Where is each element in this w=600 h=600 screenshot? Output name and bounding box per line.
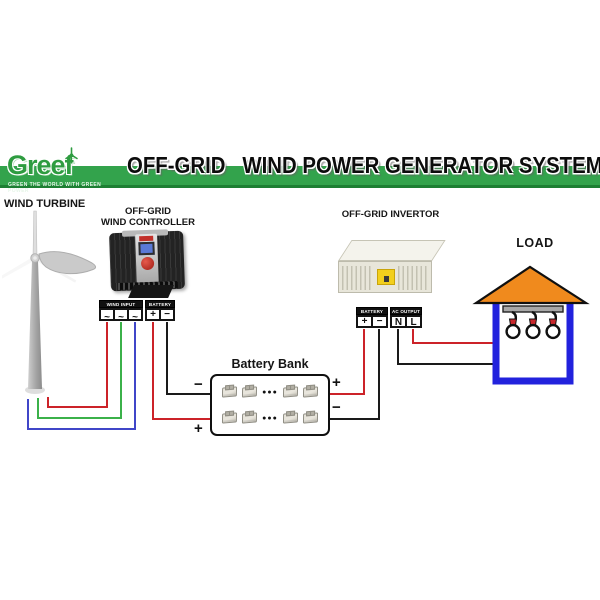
terminal-invertor-battery-negative: − bbox=[371, 315, 388, 328]
invertor-nameplate bbox=[377, 269, 395, 285]
terminal-controller-battery-negative: − bbox=[159, 308, 175, 321]
controller-label-line2: WIND CONTROLLER bbox=[101, 217, 195, 229]
wire-controller-battery-negative-horizontal bbox=[166, 393, 212, 395]
controller-lcd-screen bbox=[138, 241, 155, 256]
invertor-top-face bbox=[338, 240, 446, 261]
battery-icon bbox=[302, 412, 318, 424]
wind-turbine-label: WIND TURBINE bbox=[4, 198, 86, 210]
light-bulb bbox=[525, 310, 541, 340]
light-bulb bbox=[545, 310, 561, 340]
light-fixture-bar bbox=[502, 305, 564, 313]
bank-left-positive-label: + bbox=[194, 420, 203, 437]
controller-front-panel bbox=[135, 233, 159, 284]
light-bulb bbox=[505, 310, 521, 340]
battery-row-bottom: ●●● bbox=[212, 405, 328, 431]
wire-turbine-phase2-green-horizontal bbox=[37, 417, 122, 419]
wire-invertor-battery-negative-horizontal bbox=[329, 418, 380, 420]
controller-brand-sticker bbox=[139, 235, 154, 242]
controller-battery-header: BATTERY bbox=[145, 300, 175, 308]
wind-turbine-icon bbox=[2, 210, 96, 394]
battery-icon bbox=[282, 386, 298, 398]
turbine-tail-fin bbox=[38, 251, 96, 275]
wire-turbine-phase3-blue-vertical bbox=[134, 322, 136, 430]
logo-wind-turbine-icon bbox=[65, 147, 78, 164]
wire-controller-battery-positive-horizontal bbox=[152, 418, 212, 420]
bank-left-negative-label: − bbox=[194, 376, 203, 393]
banner-band bbox=[0, 166, 600, 188]
bank-right-positive-label: + bbox=[332, 374, 341, 391]
wire-invertor-battery-positive-horizontal bbox=[329, 393, 365, 395]
controller-wiring-duct bbox=[128, 285, 174, 298]
wire-turbine-phase3-blue-stub bbox=[27, 399, 29, 430]
wind-input-header: WIND INPUT bbox=[99, 300, 143, 308]
wire-invertor-battery-positive-vertical bbox=[363, 329, 365, 395]
turbine-mast bbox=[28, 260, 42, 389]
bank-right-negative-label: − bbox=[332, 399, 341, 416]
controller-round-button bbox=[140, 256, 154, 271]
wire-turbine-phase1-red-stub bbox=[47, 397, 49, 408]
wire-ac-neutral-horizontal bbox=[397, 363, 494, 365]
wire-turbine-phase1-red-horizontal bbox=[47, 406, 108, 408]
wire-ac-live-horizontal bbox=[412, 342, 494, 344]
page-title: OFF-GRID WIND POWER GENERATOR SYSTEM bbox=[127, 153, 600, 179]
wire-controller-battery-negative-vertical bbox=[166, 322, 168, 395]
battery-icon bbox=[282, 412, 298, 424]
terminal-wind-phase3: ~ bbox=[127, 308, 143, 323]
wire-turbine-phase3-blue-horizontal bbox=[27, 428, 136, 430]
house-walls bbox=[492, 303, 574, 385]
controller-label: OFF-GRID WIND CONTROLLER bbox=[98, 206, 198, 229]
ac-output-terminal-group: AC OUTPUT N L bbox=[390, 307, 422, 328]
wire-turbine-phase1-red-vertical bbox=[106, 322, 108, 408]
wire-ac-live-vertical bbox=[412, 329, 414, 344]
invertor-terminal-strip: BATTERY + − AC OUTPUT N L bbox=[356, 307, 422, 328]
wire-controller-battery-positive-vertical bbox=[152, 322, 154, 420]
battery-icon bbox=[242, 412, 258, 424]
battery-icon bbox=[222, 412, 238, 424]
wire-ac-neutral-vertical bbox=[397, 329, 399, 365]
battery-bank-label: Battery Bank bbox=[231, 357, 309, 371]
invertor-vents-right bbox=[398, 266, 428, 290]
invertor-vents-left bbox=[342, 266, 372, 290]
load-house-icon bbox=[472, 265, 590, 385]
terminal-ac-live: L bbox=[405, 315, 422, 328]
wind-input-terminal-group: WIND INPUT ~ ~ ~ bbox=[99, 300, 143, 323]
load-label: LOAD bbox=[516, 236, 554, 250]
wind-controller-device bbox=[109, 229, 185, 292]
wire-turbine-phase2-green-vertical bbox=[120, 322, 122, 419]
battery-icon bbox=[222, 386, 238, 398]
invertor-battery-header: BATTERY bbox=[356, 307, 388, 315]
brand-logo: Greef bbox=[7, 150, 74, 180]
invertor-device bbox=[338, 261, 432, 293]
battery-icon bbox=[302, 386, 318, 398]
battery-bank-box: ●●● ●●● bbox=[210, 374, 330, 436]
wire-invertor-battery-negative-vertical bbox=[378, 329, 380, 420]
wire-turbine-phase2-green-stub bbox=[37, 398, 39, 419]
controller-battery-terminal-group: BATTERY + − bbox=[145, 300, 175, 321]
battery-ellipsis-dots: ●●● bbox=[262, 414, 278, 422]
invertor-label: OFF-GRID INVERTOR bbox=[341, 209, 440, 220]
controller-terminal-strip: WIND INPUT ~ ~ ~ BATTERY + − bbox=[99, 300, 175, 323]
battery-row-top: ●●● bbox=[212, 379, 328, 405]
turbine-nose-cone bbox=[33, 256, 37, 260]
house-roof bbox=[472, 265, 590, 305]
brand-tagline: GREEN THE WORLD WITH GREEN POWER bbox=[8, 182, 102, 194]
battery-icon bbox=[242, 386, 258, 398]
ac-output-header: AC OUTPUT bbox=[390, 307, 422, 315]
controller-label-line1: OFF-GRID bbox=[125, 206, 171, 217]
invertor-battery-terminal-group: BATTERY + − bbox=[356, 307, 388, 328]
battery-ellipsis-dots: ●●● bbox=[262, 388, 278, 396]
